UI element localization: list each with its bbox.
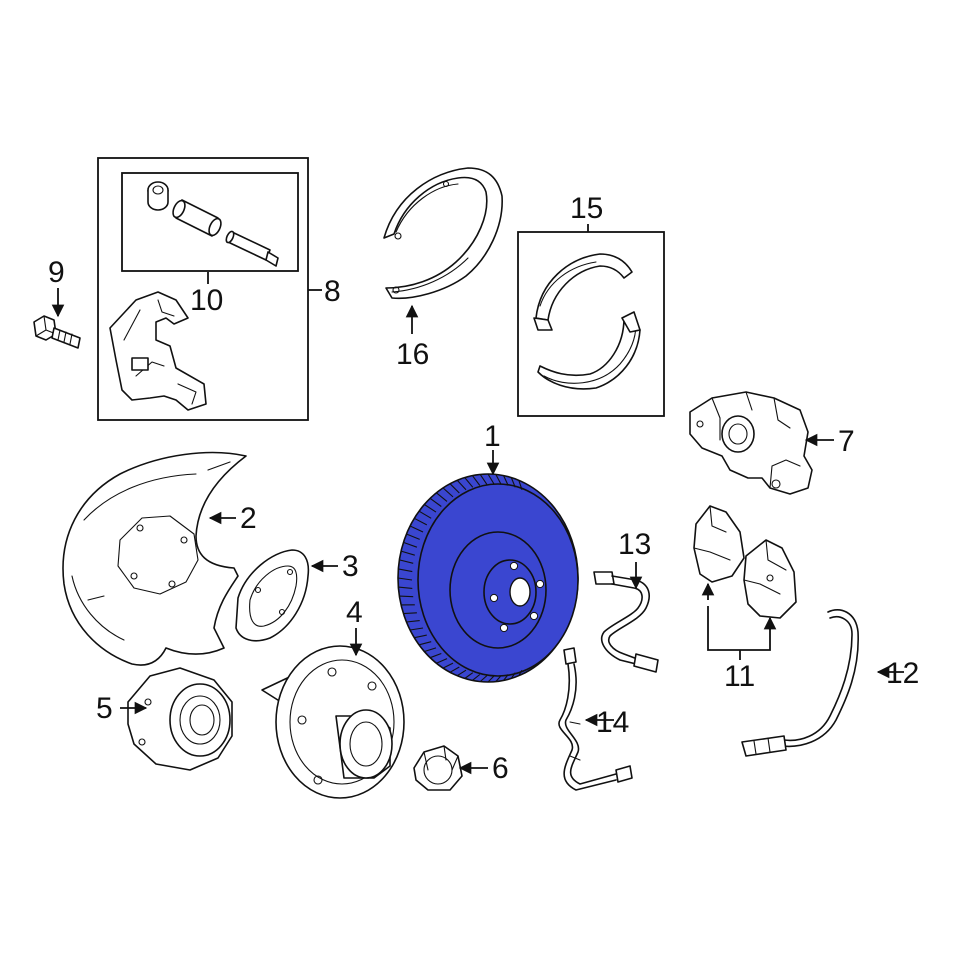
kit-box-15 bbox=[517, 231, 665, 417]
rotor-vent-rib bbox=[406, 620, 420, 623]
rotor-vent-rib bbox=[414, 634, 427, 639]
brake-rotor[interactable] bbox=[397, 473, 579, 683]
rotor-vent-rib bbox=[397, 577, 413, 581]
rotor-vent-rib bbox=[495, 474, 502, 485]
callout-8: 8 bbox=[324, 275, 341, 308]
wear-sensor[interactable] bbox=[558, 647, 633, 791]
callout-13: 13 bbox=[618, 528, 651, 561]
rotor-vent-rib bbox=[424, 647, 437, 653]
parking-brake-backing-plate[interactable] bbox=[383, 167, 503, 300]
callout-2: 2 bbox=[240, 502, 257, 535]
rotor-vent-rib bbox=[409, 525, 424, 533]
rotor-vent-rib bbox=[418, 641, 432, 646]
rotor-vent-rib bbox=[503, 475, 509, 486]
callout-1: 1 bbox=[484, 420, 501, 453]
rotor-vent-rib bbox=[479, 675, 488, 683]
gasket[interactable] bbox=[235, 549, 310, 642]
axle-nut[interactable] bbox=[413, 745, 463, 791]
rotor-vent-rib bbox=[406, 533, 420, 540]
callout-6: 6 bbox=[492, 752, 509, 785]
callout-11: 11 bbox=[724, 660, 755, 693]
kit-box-8 bbox=[97, 157, 309, 421]
rotor-vent-rib bbox=[436, 492, 448, 502]
callout-15: 15 bbox=[570, 192, 603, 225]
callout-4: 4 bbox=[346, 596, 363, 629]
rotor-vent-rib bbox=[399, 595, 414, 598]
rotor-vent-rib bbox=[487, 675, 495, 683]
guide-pin-kit[interactable] bbox=[147, 181, 279, 267]
rotor-vent-rib bbox=[424, 504, 437, 513]
dust-shield[interactable] bbox=[62, 451, 247, 666]
callout-3: 3 bbox=[342, 550, 359, 583]
caliper-bracket[interactable] bbox=[109, 291, 207, 411]
wheel-hub[interactable] bbox=[261, 645, 405, 799]
bolt[interactable] bbox=[33, 315, 81, 349]
rotor-vent-rib bbox=[510, 477, 516, 488]
callout-12: 12 bbox=[886, 657, 919, 690]
rotor-vent-rib bbox=[456, 479, 467, 491]
rotor-vent-rib bbox=[398, 568, 413, 573]
rotor-vent-rib bbox=[436, 658, 448, 664]
rotor-vent-rib bbox=[414, 517, 428, 526]
rotor-vent-rib bbox=[518, 669, 523, 676]
brake-hose[interactable] bbox=[593, 571, 659, 673]
callout-7: 7 bbox=[838, 425, 855, 458]
rotor-vent-rib bbox=[442, 662, 454, 669]
rotor-vent-rib bbox=[429, 497, 442, 507]
callout-10: 10 bbox=[190, 284, 223, 317]
rotor-vent-rib bbox=[418, 510, 432, 519]
rotor-vent-rib bbox=[399, 559, 414, 564]
rotor-vent-rib bbox=[442, 487, 454, 498]
rotor-vent-rib bbox=[400, 550, 415, 556]
kit-box-10 bbox=[121, 172, 299, 272]
rotor-vent-rib bbox=[464, 672, 474, 679]
callout-16: 16 bbox=[396, 338, 429, 371]
brake-pads[interactable] bbox=[693, 505, 797, 619]
rotor-vent-rib bbox=[471, 475, 481, 486]
rotor-vent-rib bbox=[495, 675, 502, 682]
rotor-vent-rib bbox=[472, 674, 481, 681]
rotor-vent-rib bbox=[398, 586, 413, 589]
rotor-vent-rib bbox=[518, 480, 523, 490]
rotor-vent-rib bbox=[510, 672, 516, 679]
rotor-vent-rib bbox=[449, 666, 460, 673]
rotor-vent-rib bbox=[403, 541, 418, 548]
rotor-vent-rib bbox=[464, 477, 474, 488]
wear-sensor-wire[interactable] bbox=[741, 608, 859, 757]
parking-brake-shoes[interactable] bbox=[533, 253, 641, 390]
rotor-vent-rib bbox=[456, 669, 467, 677]
rotor-vent-rib bbox=[487, 473, 495, 485]
rotor-vent-rib bbox=[410, 627, 424, 631]
rotor-vent-rib bbox=[403, 612, 417, 615]
callout-9: 9 bbox=[48, 256, 65, 289]
callout-5: 5 bbox=[96, 692, 113, 725]
rotor-vent-rib bbox=[429, 652, 442, 659]
rotor-vent-rib bbox=[503, 674, 509, 681]
callout-14: 14 bbox=[596, 706, 629, 739]
rotor-vent-rib bbox=[479, 474, 488, 485]
wheel-bearing[interactable] bbox=[127, 667, 233, 771]
rotor-vent-rib bbox=[449, 483, 460, 494]
brake-caliper[interactable] bbox=[689, 391, 813, 495]
